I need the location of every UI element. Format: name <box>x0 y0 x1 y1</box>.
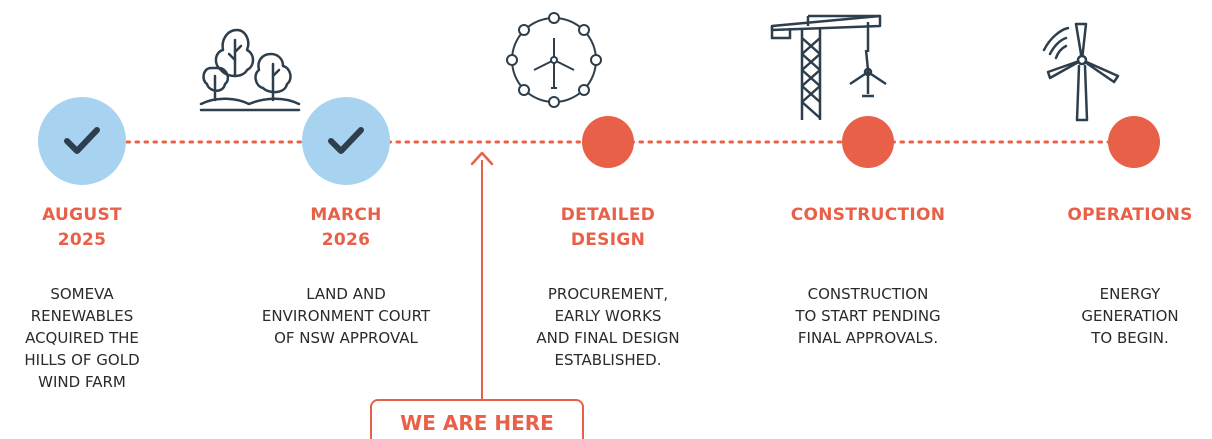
crane-icon <box>770 14 887 120</box>
check-icon <box>328 127 364 154</box>
check-icon <box>64 127 100 154</box>
marker-line <box>481 160 483 400</box>
milestone-title: CONSTRUCTION <box>790 205 946 225</box>
trees-icon <box>199 28 301 112</box>
milestone-description: PROCUREMENT,EARLY WORKS AND FINAL DESIGN… <box>536 285 680 369</box>
wind-turbine-icon <box>1042 22 1120 122</box>
turbine-network-icon <box>506 12 602 108</box>
marker-arrow-icon <box>470 151 494 166</box>
milestone-node-1 <box>38 97 126 185</box>
milestone-title: OPERATIONS <box>1067 205 1193 225</box>
milestone-node-3 <box>582 116 634 168</box>
milestone-node-2 <box>302 97 390 185</box>
milestone-node-4 <box>842 116 894 168</box>
milestone-node-5 <box>1108 116 1160 168</box>
we-are-here-label: WE ARE HERE <box>370 399 584 439</box>
